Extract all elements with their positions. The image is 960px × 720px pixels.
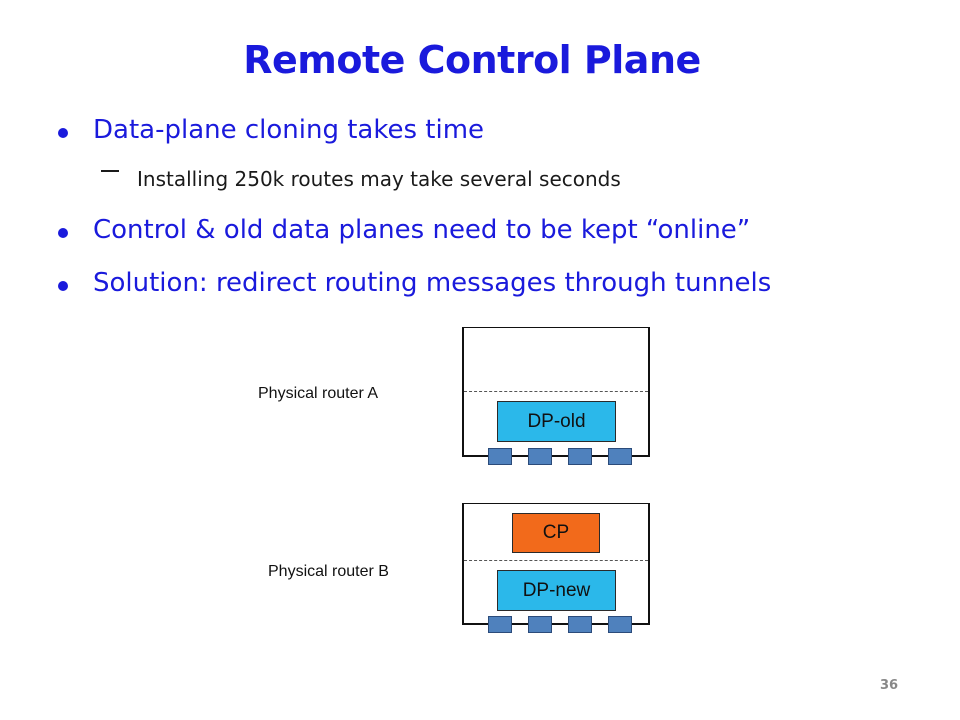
router-a-box [462,327,650,457]
router-b-port [608,616,632,633]
dp-old-box: DP-old [497,401,616,442]
router-b-port [528,616,552,633]
router-b-port [568,616,592,633]
page-number: 36 [880,678,899,693]
router-a-port [488,448,512,465]
sub-bullet-text: Installing 250k routes may take several … [137,167,621,191]
sub-bullet-dash [101,170,119,172]
dp-new-box: DP-new [497,570,616,611]
router-a-port [568,448,592,465]
bullet-dot [58,228,68,238]
bullet-text: Solution: redirect routing messages thro… [93,268,772,298]
router-b-box [462,503,650,625]
cp-box: CP [512,513,600,553]
bullet-text: Control & old data planes need to be kep… [93,215,751,245]
bullet-dot [58,281,68,291]
router-b-label: Physical router B [268,563,389,580]
slide-title: Remote Control Plane [243,38,701,82]
router-b-port [488,616,512,633]
router-a-port [608,448,632,465]
router-b-divider [464,560,648,561]
router-a-label: Physical router A [258,385,379,402]
bullet-dot [58,128,68,138]
router-a-divider [464,391,648,392]
bullet-text: Data-plane cloning takes time [93,115,485,145]
router-a-port [528,448,552,465]
